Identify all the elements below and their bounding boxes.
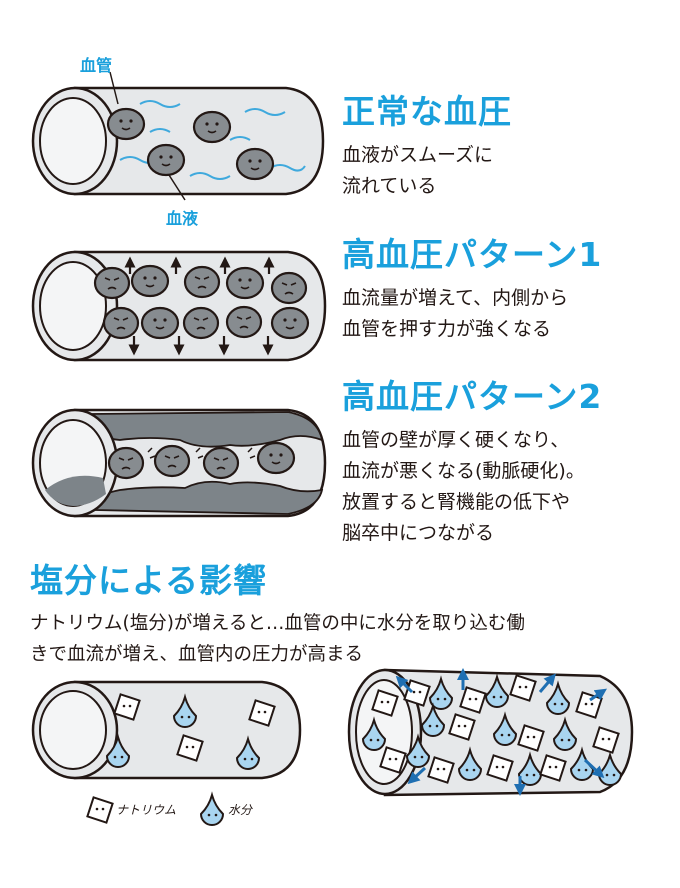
pattern1-title: 高血圧パターン1 — [342, 235, 603, 274]
salt-desc-line: ナトリウム(塩分)が増えると…血管の中に水分を取り込む働 — [30, 613, 525, 634]
pattern2-vessel — [31, 408, 327, 518]
normal-title: 正常な血圧 — [342, 92, 512, 131]
normal-desc-line: 血液がスムーズに — [342, 144, 494, 166]
pattern1-desc-line: 血管を押す力が強くなる — [342, 318, 552, 340]
normal-vessel — [31, 71, 325, 201]
legend-water-icon — [200, 794, 224, 826]
normal-description: 血液がスムーズに 流れている — [342, 140, 493, 202]
pattern2-desc-line: 血流が悪くなる(動脈硬化)。 — [342, 460, 585, 482]
pattern1-description: 血流量が増えて、内側から 血管を押す力が強くなる — [342, 283, 568, 345]
salt-before-vessel — [31, 680, 302, 780]
salt-title: 塩分による影響 — [30, 561, 268, 600]
label-blood: 血液 — [166, 209, 199, 228]
legend-water-label: 水分 — [228, 803, 253, 817]
pattern1-vessel — [31, 250, 327, 362]
salt-desc-line: きで血流が増え、血管内の圧力が高まる — [30, 644, 364, 665]
pattern2-title: 高血圧パターン2 — [342, 377, 603, 416]
salt-after-vessel — [347, 668, 634, 797]
salt-description: ナトリウム(塩分)が増えると…血管の中に水分を取り込む働 きで血流が増え、血管内… — [30, 608, 525, 670]
pattern1-desc-line: 血流量が増えて、内側から — [342, 287, 569, 309]
pattern2-desc-line: 血管の壁が厚く硬くなり、 — [342, 429, 570, 451]
legend-sodium-label: ナトリウム — [116, 803, 177, 817]
legend-sodium-icon — [86, 796, 114, 824]
pattern2-desc-line: 脳卒中につながる — [342, 522, 495, 544]
pattern2-desc-line: 放置すると腎機能の低下や — [342, 491, 571, 513]
normal-desc-line: 流れている — [342, 175, 437, 197]
pattern2-description: 血管の壁が厚く硬くなり、 血流が悪くなる(動脈硬化)。 放置すると腎機能の低下や… — [342, 425, 585, 549]
label-vessel: 血管 — [80, 56, 113, 75]
